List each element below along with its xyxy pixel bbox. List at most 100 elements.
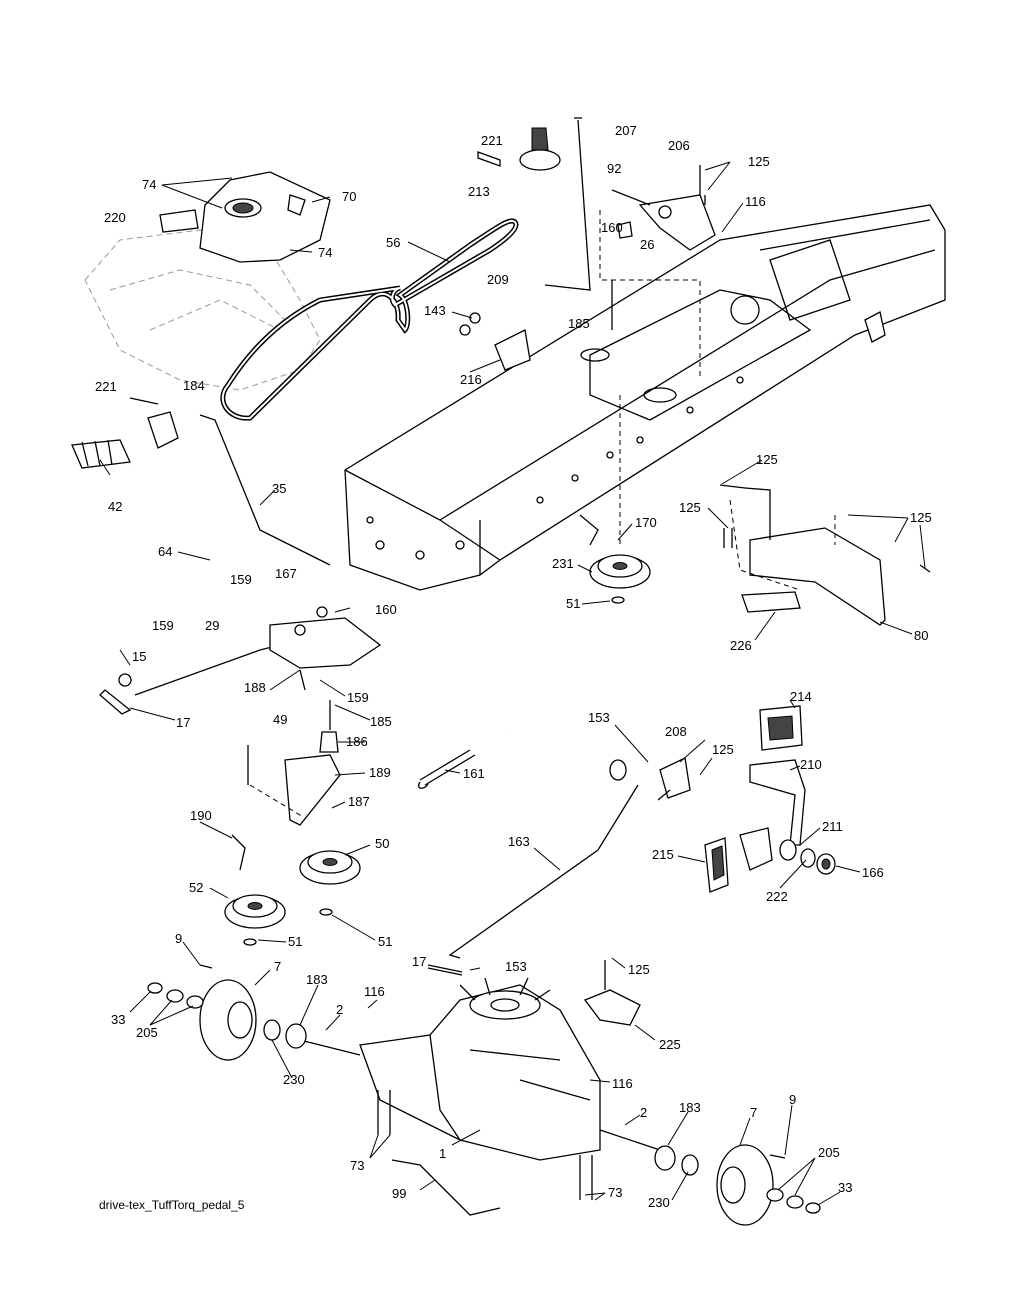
callout-116: 116: [745, 194, 766, 209]
callout-208: 208: [665, 724, 687, 739]
callout-33: 33: [838, 1180, 852, 1195]
callout-125: 125: [756, 452, 778, 467]
grip-42: [71, 439, 131, 469]
body-ghost-outline: [84, 229, 321, 391]
shift-rod-209: [544, 117, 591, 291]
callout-209: 209: [487, 272, 509, 287]
main-frame: [344, 204, 946, 591]
callout-7: 7: [750, 1105, 757, 1120]
callout-205: 205: [136, 1025, 158, 1040]
hub-left-7: [147, 964, 307, 1061]
callout-9: 9: [175, 931, 182, 946]
hub-right-7: [654, 1144, 821, 1226]
callout-185: 185: [568, 316, 590, 331]
callout-51: 51: [566, 596, 580, 611]
callout-167: 167: [275, 566, 297, 581]
callout-231: 231: [552, 556, 574, 571]
bolts: [611, 165, 931, 801]
callout-215: 215: [652, 847, 674, 862]
callout-213: 213: [468, 184, 490, 199]
callout-125: 125: [712, 742, 734, 757]
idler-bracket-189: [247, 700, 341, 826]
callout-labels: 221 213 207 206 125 92 116 160 26 74 70 …: [95, 123, 932, 1210]
callout-125: 125: [628, 962, 650, 977]
callout-216: 216: [460, 372, 482, 387]
callout-186: 186: [346, 734, 368, 749]
rod-29: [99, 639, 301, 715]
callout-190: 190: [190, 808, 212, 823]
leader-lines: [99, 161, 926, 1206]
callout-166: 166: [862, 865, 884, 880]
drive-belt-56: [220, 218, 519, 421]
callout-226: 226: [730, 638, 752, 653]
callout-159: 159: [152, 618, 174, 633]
callout-9: 9: [789, 1092, 796, 1107]
pivot-assembly: [269, 606, 382, 691]
callout-221: 221: [95, 379, 117, 394]
callout-125: 125: [910, 510, 932, 525]
callout-183: 183: [679, 1100, 701, 1115]
cover-215: [704, 837, 729, 893]
callout-230: 230: [283, 1072, 305, 1087]
callout-64: 64: [158, 544, 172, 559]
shield-80: [729, 487, 886, 626]
callout-214: 214: [790, 689, 812, 704]
callout-153: 153: [588, 710, 610, 725]
callout-116: 116: [612, 1076, 633, 1091]
callout-2: 2: [336, 1002, 343, 1017]
callout-51: 51: [378, 934, 392, 949]
callout-15: 15: [132, 649, 146, 664]
callout-188: 188: [244, 680, 266, 695]
spring-161: [418, 749, 476, 789]
callout-189: 189: [369, 765, 391, 780]
callout-2: 2: [640, 1105, 647, 1120]
callout-50: 50: [375, 836, 389, 851]
callout-29: 29: [205, 618, 219, 633]
callout-184: 184: [183, 378, 205, 393]
callout-56: 56: [386, 235, 400, 250]
callout-221: 221: [481, 133, 503, 148]
transaxle-1: [299, 977, 661, 1200]
rod-35: [199, 414, 331, 566]
callout-7: 7: [274, 959, 281, 974]
callout-116: 116: [364, 984, 385, 999]
rod-163: [448, 784, 639, 959]
callout-159: 159: [347, 690, 369, 705]
callout-73: 73: [350, 1158, 364, 1173]
shift-knob-213: [477, 127, 561, 171]
callout-92: 92: [607, 161, 621, 176]
brake-pedal-210: [669, 705, 806, 871]
callout-35: 35: [272, 481, 286, 496]
callout-163: 163: [508, 834, 530, 849]
idler-pulley-50: [299, 850, 361, 916]
diagram-caption: drive-tex_TuffTorq_pedal_5: [99, 1198, 245, 1212]
callout-206: 206: [668, 138, 690, 153]
spring-17: [427, 964, 463, 976]
callout-80: 80: [914, 628, 928, 643]
callout-143: 143: [424, 303, 446, 318]
dash-panel-70: [159, 171, 331, 263]
callout-230: 230: [648, 1195, 670, 1210]
callout-160: 160: [375, 602, 397, 617]
callout-33: 33: [111, 1012, 125, 1027]
callout-17: 17: [412, 954, 426, 969]
callout-161: 161: [463, 766, 485, 781]
callout-222: 222: [766, 889, 788, 904]
callout-42: 42: [108, 499, 122, 514]
callout-207: 207: [615, 123, 637, 138]
callout-26: 26: [640, 237, 654, 252]
callout-51: 51: [288, 934, 302, 949]
callout-74: 74: [142, 177, 156, 192]
callout-153: 153: [505, 959, 527, 974]
callout-225: 225: [659, 1037, 681, 1052]
callout-1: 1: [439, 1146, 446, 1161]
callout-210: 210: [800, 757, 822, 772]
callout-170: 170: [635, 515, 657, 530]
callout-211: 211: [822, 819, 843, 834]
callout-187: 187: [348, 794, 370, 809]
callout-17: 17: [176, 715, 190, 730]
callout-185: 185: [370, 714, 392, 729]
callout-160: 160: [601, 220, 623, 235]
pulley-231: [579, 395, 651, 604]
